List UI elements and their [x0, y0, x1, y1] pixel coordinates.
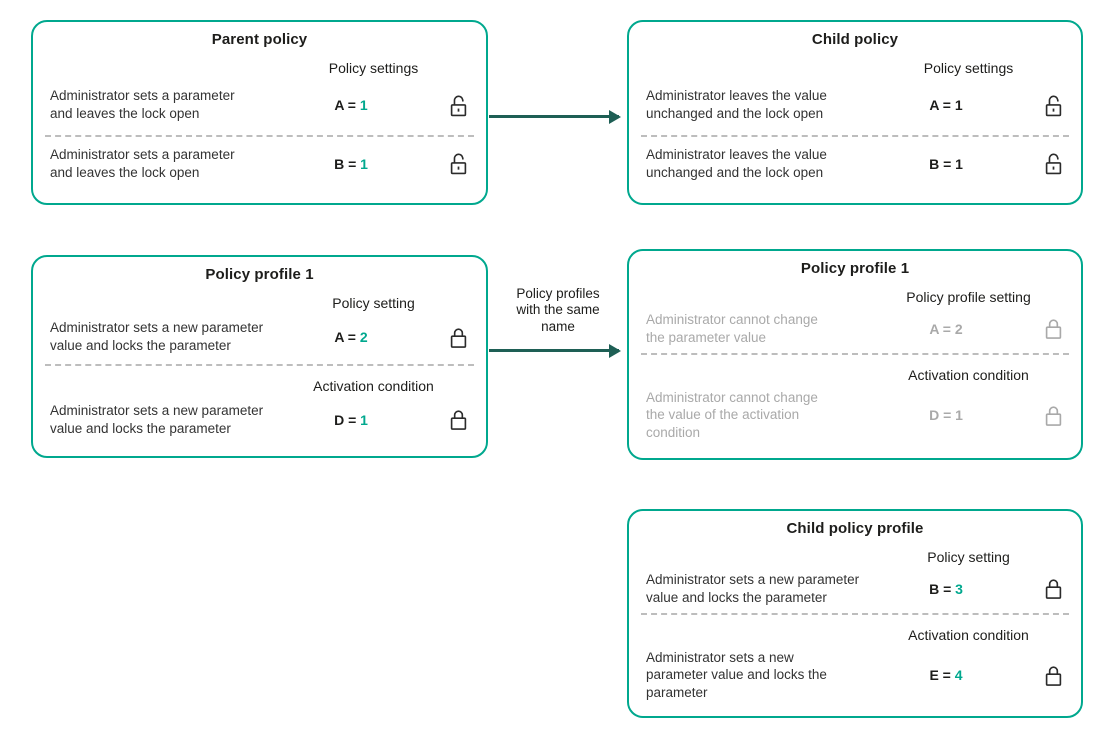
activation-condition-label: Activation condition: [908, 366, 1029, 383]
section-label-row: Activation condition: [33, 366, 486, 396]
profile-to-profile-arrow: [489, 349, 619, 352]
row-description: Administrator sets a new parameter value…: [646, 649, 827, 701]
row-description: Administrator sets a parameter and leave…: [50, 88, 235, 122]
row-description: Administrator cannot change the paramete…: [646, 312, 818, 345]
policy-profile-1-title: Policy profile 1: [205, 266, 314, 283]
row-description: Administrator sets a new parameter value…: [646, 572, 860, 605]
activation-condition-label: Activation condition: [908, 626, 1029, 643]
row-description: Administrator sets a new parameter value…: [50, 402, 264, 436]
policy-setting-label: Policy setting: [332, 295, 415, 311]
policy-profile-setting-label: Policy profile setting: [906, 289, 1031, 305]
closed-lock-icon: [447, 407, 470, 432]
closed-lock-icon: [447, 325, 470, 350]
section-label-row: Policy profile setting: [629, 277, 1081, 307]
section-label-row: Policy setting: [629, 537, 1081, 567]
closed-lock-icon: [1042, 316, 1065, 341]
policy-row: Administrator leaves the value unchanged…: [629, 78, 1081, 135]
policy-row: Administrator sets a new parameter value…: [629, 567, 1081, 613]
section-label-row: Activation condition: [629, 615, 1081, 645]
policy-row: Administrator sets a parameter and leave…: [33, 78, 486, 135]
dashed-divider: [45, 363, 474, 366]
policy-row: Administrator cannot change the paramete…: [629, 307, 1081, 353]
open-lock-icon: [1042, 93, 1065, 118]
policy-row: Administrator cannot change the value of…: [629, 385, 1081, 448]
profile-arrow-label: Policy profiles with the same name: [516, 286, 600, 334]
closed-lock-icon: [1042, 576, 1065, 601]
open-lock-icon: [447, 151, 470, 176]
parameter-value: B = 3: [929, 580, 963, 597]
section-label-row: Policy settings: [33, 48, 486, 78]
dashed-divider: [641, 612, 1069, 615]
parent-policy-title: Parent policy: [211, 31, 308, 48]
policy-settings-label: Policy settings: [923, 60, 1014, 76]
child-policy-profile-title: Child policy profile: [786, 520, 924, 537]
child-policy-profile-box: Child policy profile Policy setting Admi…: [627, 509, 1083, 718]
row-description: Administrator cannot change the value of…: [646, 389, 818, 441]
policy-row: Administrator sets a parameter and leave…: [33, 137, 486, 194]
policy-profile-1-title: Policy profile 1: [800, 260, 910, 277]
section-label-row: Policy settings: [629, 48, 1081, 78]
open-lock-icon: [1042, 151, 1065, 176]
dashed-divider: [641, 134, 1069, 137]
policy-row: Administrator sets a new parameter value…: [629, 645, 1081, 708]
policy-row: Administrator sets a new parameter value…: [33, 313, 486, 364]
parameter-value: A = 1: [334, 97, 368, 114]
policy-row: Administrator leaves the value unchanged…: [629, 137, 1081, 194]
parameter-value: D = 1: [334, 411, 368, 428]
policy-row: Administrator sets a new parameter value…: [33, 396, 486, 447]
dashed-divider: [641, 352, 1069, 355]
parent-to-child-arrow: [489, 115, 619, 118]
open-lock-icon: [447, 93, 470, 118]
activation-condition-label: Activation condition: [313, 377, 434, 394]
dashed-divider: [45, 134, 474, 137]
policy-profile-1-box: Policy profile 1 Policy setting Administ…: [31, 255, 488, 458]
section-label-row: Activation condition: [629, 355, 1081, 385]
parameter-value: A = 2: [334, 329, 368, 346]
parameter-value: E = 4: [929, 667, 963, 684]
policy-setting-label: Policy setting: [927, 549, 1010, 565]
parameter-value: D = 1: [929, 407, 963, 424]
row-description: Administrator sets a parameter and leave…: [50, 146, 235, 180]
child-policy-title: Child policy: [811, 31, 899, 48]
parameter-value: B = 1: [929, 155, 963, 172]
policy-settings-label: Policy settings: [328, 60, 419, 76]
parent-policy-box: Parent policy Policy settings Administra…: [31, 20, 488, 205]
row-description: Administrator leaves the value unchanged…: [646, 146, 827, 180]
closed-lock-icon: [1042, 403, 1065, 428]
closed-lock-icon: [1042, 663, 1065, 688]
row-description: Administrator leaves the value unchanged…: [646, 88, 827, 122]
policy-profile-1-inherited-box: Policy profile 1 Policy profile setting …: [627, 249, 1083, 460]
section-label-row: Policy setting: [33, 283, 486, 313]
parameter-value: B = 1: [334, 155, 368, 172]
parameter-value: A = 2: [929, 320, 963, 337]
parameter-value: A = 1: [929, 97, 963, 114]
row-description: Administrator sets a new parameter value…: [50, 320, 264, 354]
child-policy-box: Child policy Policy settings Administrat…: [627, 20, 1083, 205]
